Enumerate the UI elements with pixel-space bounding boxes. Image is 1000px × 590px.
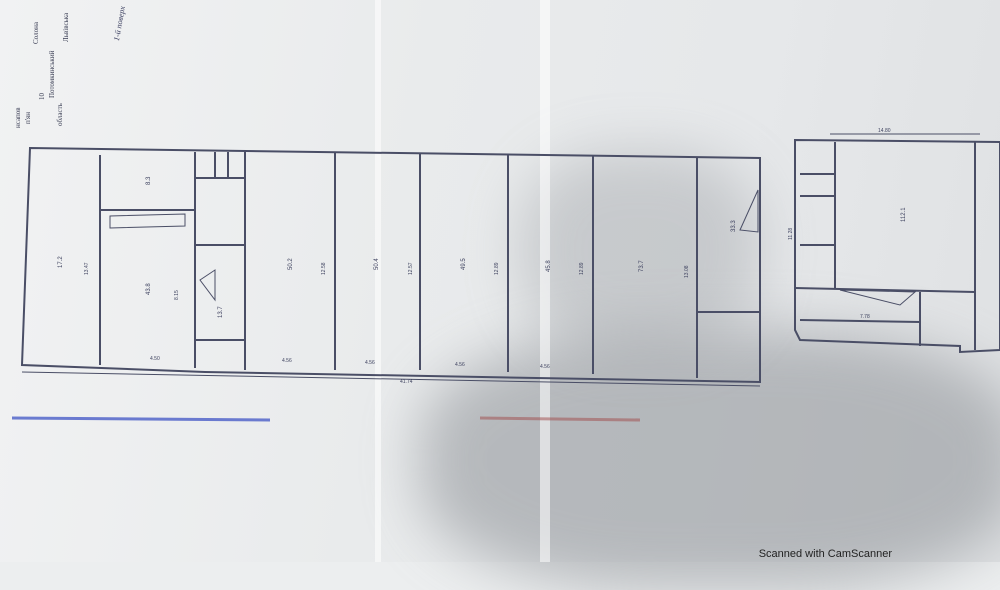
paper-fold: [540, 0, 550, 562]
room-label: 49.5: [461, 258, 467, 270]
dimension-label: 4.56: [540, 364, 550, 370]
pen-mark: [479, 416, 641, 422]
floor-plan: 17.2 8.3 43.8 13.7 50.2 50.4 49.5 45.8 7…: [11, 128, 1000, 422]
dimension-label: 12.57: [408, 262, 414, 275]
scan-shadow: [520, 150, 760, 350]
room-label: 8.3: [146, 176, 152, 185]
scan-shadow: [420, 330, 1000, 590]
dimension-label: 12.58: [321, 262, 327, 275]
dimension-label: 4.56: [455, 362, 465, 368]
watermark: Scanned with CamScanner: [758, 548, 892, 560]
pen-mark: [11, 416, 271, 422]
room-label: 45.8: [546, 260, 552, 272]
dimension-label: 12.89: [579, 262, 585, 275]
room-label: 112.1: [901, 207, 907, 222]
dimension-label: 14.80: [878, 128, 891, 134]
dimension-label: 13.08: [684, 265, 690, 278]
dimension-label: 12.89: [494, 262, 500, 275]
room-label: 50.2: [288, 258, 294, 270]
room-label: 50.4: [374, 258, 380, 270]
room-label: 43.8: [146, 283, 152, 295]
dimension-label: 41.74: [400, 379, 413, 385]
dimension-label: 4.56: [282, 358, 292, 364]
dimension-label: 7.78: [860, 314, 870, 320]
room-label: 13.7: [218, 306, 224, 318]
room-label: 17.2: [58, 256, 64, 268]
dimension-label: 13.47: [84, 262, 90, 275]
dimension-label: 8.15: [174, 290, 180, 300]
paper-fold: [375, 0, 381, 562]
dimension-label: 11.28: [788, 228, 794, 240]
room-label: 33.3: [731, 220, 737, 232]
dimension-label: 4.50: [150, 356, 160, 362]
room-label: 73.7: [639, 260, 645, 272]
dimension-label: 4.56: [365, 360, 375, 366]
